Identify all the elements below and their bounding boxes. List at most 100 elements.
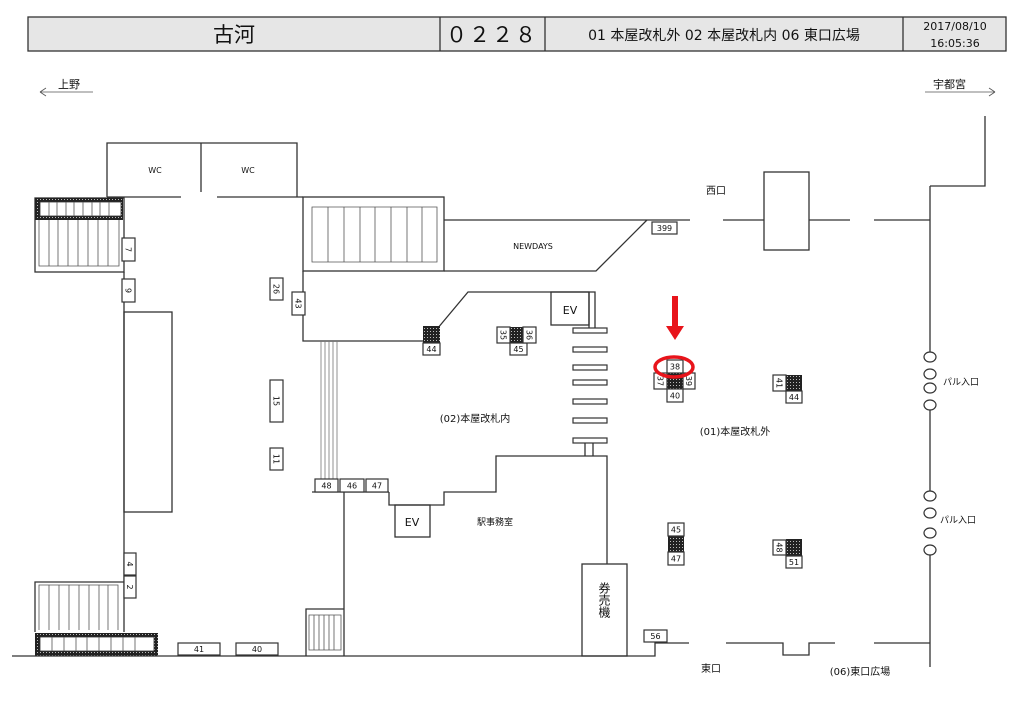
- sign-number: 36: [525, 330, 534, 340]
- ev-label: EV: [563, 304, 578, 317]
- ev-label: EV: [405, 516, 420, 529]
- sign-box: [772, 374, 787, 392]
- sign-label-box: 47: [667, 551, 685, 566]
- sign-box: [643, 629, 668, 643]
- sign-box: [269, 277, 284, 301]
- sign-label-box: 43: [291, 291, 306, 316]
- sign-box: [667, 551, 685, 566]
- sign-box: [269, 447, 284, 471]
- sign-box: [123, 575, 137, 599]
- sign-number: 41: [775, 378, 784, 388]
- sign-label-box: 7: [121, 237, 136, 262]
- pal-entrance-label: パル入口: [940, 515, 976, 526]
- sign-label-box: 46: [339, 478, 365, 493]
- header-bar: 古河 ０２２８ 01 本屋改札外 02 本屋改札内 06 東口広場 2017/0…: [27, 16, 1007, 52]
- sign-label-box: 26: [269, 277, 284, 301]
- station-code: ０２２８: [446, 23, 538, 47]
- sign-number: 2: [125, 584, 134, 589]
- east-plaza-label: (06)東口広場: [830, 665, 891, 678]
- sign-box: [269, 379, 284, 423]
- sign-box: [509, 342, 528, 356]
- direction-left-label: 上野: [58, 78, 80, 91]
- sign-label-box: 41: [177, 642, 221, 656]
- direction-right-label: 宇都宮: [933, 77, 966, 91]
- sign-number: 399: [657, 224, 672, 233]
- sign-label-box: 15: [269, 379, 284, 423]
- area-list: 01 本屋改札外 02 本屋改札内 06 東口広場: [588, 28, 860, 44]
- sign-box: [651, 221, 678, 235]
- sign-number: 38: [670, 363, 680, 372]
- sign-number: 43: [294, 298, 303, 308]
- sign-box: [291, 291, 306, 316]
- sign-box: [422, 342, 441, 356]
- arrow-right-icon: [925, 87, 996, 97]
- sign-label-box: 40: [235, 642, 279, 656]
- sign-label-box: 45: [509, 342, 528, 356]
- direction-right: 宇都宮: [925, 77, 996, 97]
- arrow-left-icon: [39, 87, 93, 97]
- sign-number: 39: [684, 376, 693, 386]
- sign-number: 51: [789, 558, 799, 567]
- sign-number: 35: [499, 330, 508, 340]
- sign-number: 44: [426, 345, 436, 354]
- sign-label-box: 399: [651, 221, 678, 235]
- pal-entrance-pillars: [923, 351, 937, 556]
- time: 16:05:36: [930, 37, 979, 50]
- sign-label-box: 11: [269, 447, 284, 471]
- inside-gate-label: (02)本屋改札内: [440, 412, 511, 425]
- sign-box: [123, 552, 137, 576]
- sign-box: [235, 642, 279, 656]
- sign-box: [496, 326, 511, 344]
- east-exit-label: 東口: [701, 662, 721, 675]
- office-label: 駅事務室: [477, 516, 513, 528]
- sign-number: 4: [125, 561, 134, 566]
- highlight-circle: [653, 355, 695, 379]
- sign-box: [177, 642, 221, 656]
- sign-label-box: 45: [667, 522, 685, 537]
- sign-label-box: 44: [422, 342, 441, 356]
- newdays-label: NEWDAYS: [513, 242, 553, 251]
- sign-label-box: 41: [772, 374, 787, 392]
- sign-label-box: 35: [496, 326, 511, 344]
- sign-box: [667, 522, 685, 537]
- sign-box: [785, 390, 803, 404]
- sign-label-box: 9: [121, 278, 136, 303]
- sign-box: [121, 278, 136, 303]
- pal-entrance-label: パル入口: [943, 377, 979, 388]
- sign-label-box: 44: [785, 390, 803, 404]
- date: 2017/08/10: [923, 20, 986, 33]
- sign-number: 11: [272, 454, 281, 464]
- direction-left: 上野: [39, 78, 93, 97]
- walls: [12, 116, 986, 667]
- sign-number: 9: [124, 288, 133, 293]
- wc-label: WC: [148, 166, 162, 175]
- sign-number: 46: [347, 482, 357, 491]
- sign-number: 45: [671, 526, 681, 535]
- sign-number: 40: [252, 645, 262, 654]
- highlight-marker: [653, 296, 695, 379]
- outside-gate-label: (01)本屋改札外: [700, 425, 771, 438]
- sign-box: [522, 326, 537, 344]
- sign-label-box: 48: [314, 478, 339, 493]
- sign-box: [339, 478, 365, 493]
- sign-number: 15: [272, 396, 281, 406]
- sign-label-box: 47: [365, 478, 389, 493]
- station-name: 古河: [213, 23, 255, 47]
- sign-number: 37: [656, 376, 665, 386]
- sign-label-box: 40: [666, 388, 684, 403]
- wc-label: WC: [241, 166, 255, 175]
- sign-number: 7: [124, 247, 133, 252]
- ad-blocks: [423, 326, 802, 556]
- sign-box: [314, 478, 339, 493]
- sign-number: 48: [775, 542, 784, 552]
- sign-number: 56: [650, 632, 660, 641]
- sign-number: 26: [272, 284, 281, 294]
- sign-box: [785, 555, 803, 569]
- sign-label-box: 51: [785, 555, 803, 569]
- sign-number: 45: [513, 345, 523, 354]
- sign-label-box: 4: [123, 552, 137, 576]
- sign-number: 44: [789, 393, 799, 402]
- ticket-machine-label: 券売機: [597, 581, 611, 618]
